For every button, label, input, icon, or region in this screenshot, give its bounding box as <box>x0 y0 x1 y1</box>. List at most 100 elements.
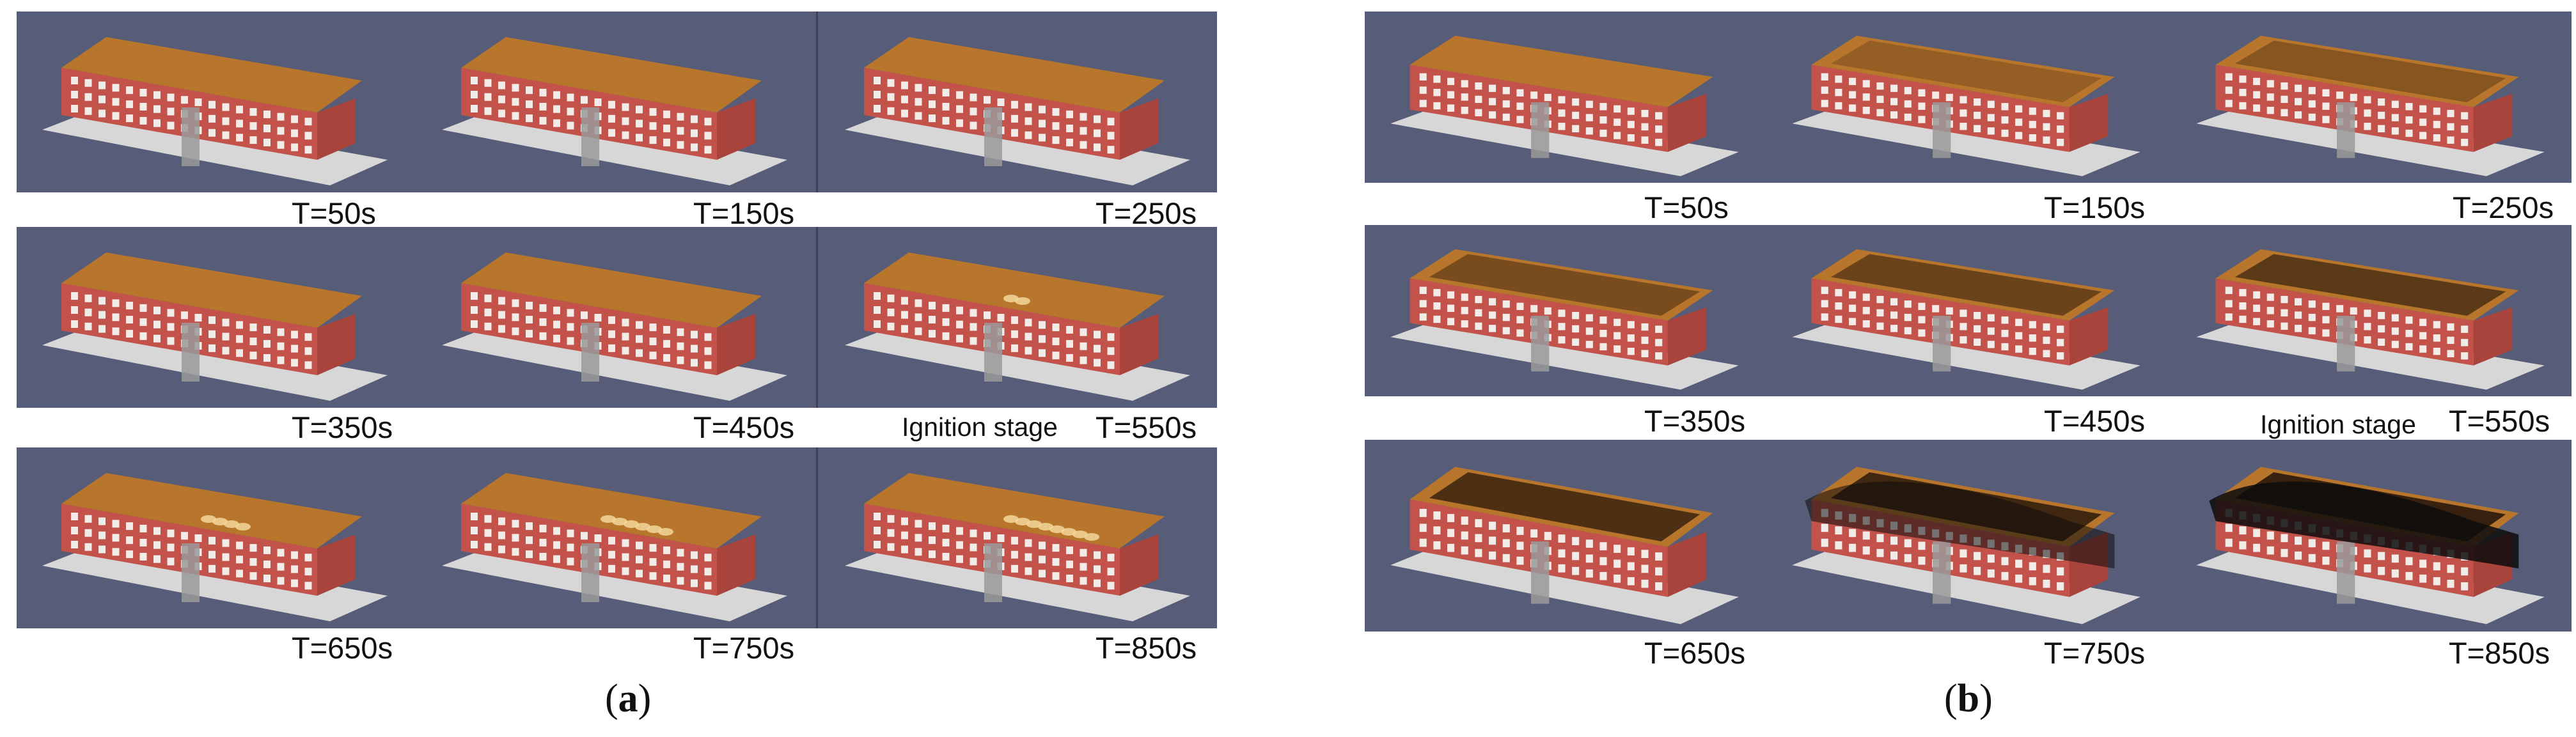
time-label: T=850s <box>1096 631 1197 665</box>
charred-roof <box>1830 40 2102 103</box>
strip-divider <box>816 447 818 628</box>
roof <box>1410 249 1713 321</box>
building-illustration <box>1390 249 1739 390</box>
caption-letter: b <box>1957 677 1980 720</box>
charred-roof <box>1429 472 1700 542</box>
time-label: T=450s <box>2044 404 2146 438</box>
building-side <box>2069 93 2109 152</box>
time-label: T=150s <box>2044 190 2146 224</box>
fire-spot <box>1061 528 1076 536</box>
building-side <box>717 534 755 596</box>
building-snapshot <box>819 227 1216 408</box>
ground-slab <box>1390 541 1739 625</box>
building-snapshot <box>2171 225 2570 396</box>
fire-spot <box>1015 297 1030 305</box>
ground-slab <box>442 543 787 621</box>
stair-tower <box>984 323 1002 382</box>
time-label: T=650s <box>1644 636 1746 670</box>
roof <box>461 473 762 548</box>
panel-a: T=50s T=150s T=250s T=350s T=450s Igniti… <box>0 0 1228 737</box>
panel-b-row-1-strip <box>1365 12 2572 183</box>
roof <box>61 473 362 548</box>
building-snapshot <box>416 12 813 192</box>
building-illustration <box>845 252 1190 401</box>
fire-spot <box>612 518 627 525</box>
ground-slab <box>42 543 388 621</box>
building-snapshot <box>17 12 413 192</box>
building-side <box>2069 307 2109 366</box>
building-side <box>317 98 356 160</box>
building-snapshot <box>1766 440 2166 632</box>
windows <box>874 513 1115 590</box>
building-snapshot <box>416 227 813 408</box>
ground-slab <box>2196 102 2545 176</box>
building-snapshot <box>17 447 413 628</box>
time-label: T=350s <box>292 410 393 444</box>
ground-slab <box>2196 541 2545 625</box>
ground-slab <box>442 323 787 401</box>
time-label: T=50s <box>292 196 376 230</box>
roof <box>864 252 1165 328</box>
building-side <box>717 314 755 375</box>
roof <box>461 37 762 112</box>
roof <box>61 252 362 328</box>
building-illustration <box>1792 467 2140 625</box>
stair-tower <box>581 107 599 166</box>
time-label: T=550s <box>2449 404 2550 438</box>
building-illustration <box>2196 35 2545 176</box>
panel-a-row-2-strip <box>17 227 1217 408</box>
building-snapshot <box>17 227 413 408</box>
time-label: T=750s <box>2044 636 2146 670</box>
fire-spot <box>1026 520 1042 528</box>
building-illustration <box>845 473 1190 621</box>
building-side <box>317 314 356 375</box>
roof <box>2215 35 2519 107</box>
stage-label: Ignition stage <box>902 412 1058 442</box>
time-label: T=650s <box>292 631 393 665</box>
building-side <box>1667 307 1707 366</box>
building-illustration <box>442 473 787 621</box>
fire-spot <box>212 518 228 525</box>
panel-caption: (a) <box>605 677 652 720</box>
smoke-plume <box>2209 481 2519 569</box>
ground-slab <box>1792 541 2140 625</box>
building-side <box>717 98 755 160</box>
building-side <box>1120 534 1158 596</box>
windows <box>1419 509 1663 591</box>
time-label: T=550s <box>1096 410 1197 444</box>
building-illustration <box>1390 35 1739 176</box>
panel-a-row-1-strip <box>17 12 1217 192</box>
panel-b-row-2-strip <box>1365 225 2572 396</box>
smoke-plume <box>1805 481 2115 569</box>
fire-spot <box>1049 525 1065 533</box>
time-label: T=850s <box>2449 636 2550 670</box>
fire-spot <box>1084 533 1099 541</box>
time-label: T=50s <box>1644 190 1729 224</box>
building-illustration <box>1390 467 1739 625</box>
time-label: T=150s <box>693 196 795 230</box>
building-illustration <box>845 37 1190 185</box>
stair-tower <box>1933 102 1951 159</box>
building-snapshot <box>1365 440 1764 632</box>
building-snapshot <box>2171 440 2570 632</box>
roof <box>61 37 362 112</box>
windows <box>71 513 312 590</box>
building-snapshot <box>819 12 1216 192</box>
fire-spot <box>658 528 673 536</box>
fire-spot <box>235 523 251 531</box>
stair-tower <box>1531 541 1550 604</box>
stage-label: Ignition stage <box>2260 410 2416 439</box>
time-label: T=450s <box>693 410 795 444</box>
stair-tower <box>182 323 200 382</box>
building-illustration <box>1792 35 2140 176</box>
stair-tower <box>984 543 1002 602</box>
building-illustration <box>442 37 787 185</box>
fire-spot <box>601 515 616 523</box>
building-illustration <box>2196 249 2545 390</box>
building-side <box>1667 532 1707 597</box>
ground-slab <box>845 323 1190 401</box>
charred-roof <box>2234 254 2506 316</box>
fire-spot <box>624 520 639 528</box>
building-illustration <box>1792 249 2140 390</box>
stair-tower <box>984 107 1002 166</box>
